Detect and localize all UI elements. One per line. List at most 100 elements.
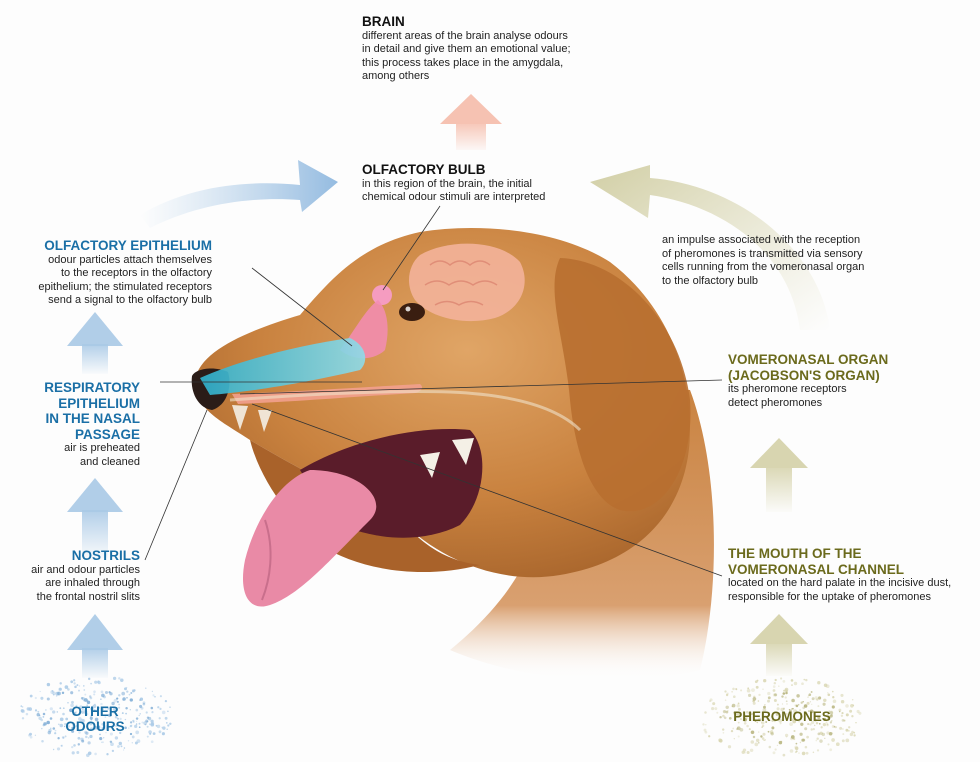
particle-dot: [772, 689, 776, 692]
particle-dot: [99, 737, 103, 741]
particle-dot: [776, 744, 779, 747]
particle-dot: [727, 745, 732, 749]
respiratory-epithelium-title: RESPIRATORY EPITHELIUM IN THE NASAL PASS…: [44, 380, 140, 442]
particle-dot: [845, 704, 849, 708]
particle-dot: [809, 701, 812, 703]
particle-dot: [103, 706, 105, 709]
particle-dot: [817, 681, 821, 685]
particle-dot: [749, 748, 754, 753]
particle-dot: [169, 706, 171, 709]
nostrils-title: NOSTRILS: [71, 548, 140, 563]
particle-dot: [822, 702, 826, 706]
particle-dot: [40, 696, 44, 700]
particle-dot: [83, 698, 88, 702]
particle-dot: [84, 693, 87, 696]
particle-dot: [58, 687, 62, 692]
particle-dot: [101, 708, 104, 711]
particle-dot: [60, 744, 64, 747]
particle-dot: [737, 721, 740, 724]
odour-particle-cloud: [20, 676, 172, 758]
particle-dot: [89, 695, 92, 698]
particle-dot: [152, 711, 154, 713]
particle-dot: [756, 721, 759, 724]
particle-dot: [54, 729, 57, 732]
particle-dot: [750, 740, 755, 744]
particle-dot: [810, 728, 813, 731]
particle-dot: [748, 728, 751, 731]
particle-dot: [72, 711, 77, 716]
particle-dot: [104, 690, 109, 695]
particle-dot: [739, 718, 742, 721]
particle-dot: [90, 682, 92, 685]
particle-dot: [800, 722, 804, 726]
particle-dot: [813, 724, 816, 727]
particle-dot: [728, 716, 732, 720]
particle-dot: [161, 710, 166, 715]
particle-dot: [829, 714, 833, 718]
vomeronasal-organ-label: VOMERONASAL ORGAN (JACOBSON'S ORGAN) its…: [728, 352, 948, 410]
particle-dot: [20, 709, 24, 713]
particle-dot: [818, 722, 821, 725]
particle-dot: [52, 748, 55, 751]
particle-dot: [89, 727, 94, 731]
particle-dot: [144, 723, 147, 726]
particle-dot: [775, 713, 779, 716]
particle-dot: [795, 704, 799, 708]
particle-dot: [93, 690, 96, 693]
particle-dot: [826, 723, 829, 726]
particle-dot: [780, 707, 784, 712]
particle-dot: [731, 703, 736, 708]
particle-dot: [750, 730, 755, 735]
particle-dot: [806, 735, 809, 739]
particle-dot: [150, 706, 154, 710]
particle-dot: [145, 687, 147, 689]
particle-dot: [64, 722, 67, 726]
particle-dot: [841, 712, 844, 715]
particle-dot: [732, 695, 736, 699]
particle-dot: [781, 695, 784, 698]
particle-dot: [832, 699, 837, 704]
particle-dot: [158, 717, 161, 720]
particle-dot: [751, 688, 755, 692]
particle-dot: [62, 712, 65, 716]
particle-dot: [764, 703, 766, 706]
particle-dot: [842, 733, 845, 736]
particle-dot: [764, 739, 767, 741]
particle-dot: [754, 680, 758, 684]
particle-dot: [122, 749, 125, 751]
particle-dot: [748, 693, 752, 697]
particle-dot: [150, 721, 155, 726]
particle-dot: [90, 707, 94, 711]
particle-dot: [840, 714, 844, 717]
particle-dot: [773, 699, 777, 702]
olfactory-epithelium-description: odour particles attach themselves to the…: [38, 253, 212, 307]
particle-dot: [767, 691, 771, 696]
particle-dot: [805, 751, 809, 755]
particle-dot: [806, 701, 810, 705]
particle-dot: [104, 716, 107, 718]
particle-dot: [112, 707, 117, 712]
particle-dot: [767, 730, 770, 733]
particle-dot: [81, 719, 86, 723]
particle-dot: [114, 736, 119, 740]
particle-dot: [138, 726, 141, 729]
particle-dot: [98, 707, 100, 709]
particle-dot: [841, 739, 845, 743]
particle-dot: [791, 708, 793, 710]
pheromone-particle-cloud: [702, 677, 862, 757]
particle-dot: [64, 685, 69, 689]
particle-dot: [845, 728, 849, 732]
particle-dot: [736, 712, 740, 716]
particle-dot: [112, 676, 117, 681]
particle-dot: [87, 677, 91, 681]
particle-dot: [760, 735, 763, 738]
particle-dot: [767, 699, 770, 703]
particle-dot: [748, 711, 752, 715]
particle-dot: [105, 724, 109, 729]
particle-dot: [132, 720, 135, 723]
particle-dot: [736, 704, 740, 708]
particle-dot: [804, 727, 808, 731]
particle-dot: [785, 717, 789, 721]
particle-dot: [820, 726, 823, 729]
particle-dot: [89, 714, 93, 718]
